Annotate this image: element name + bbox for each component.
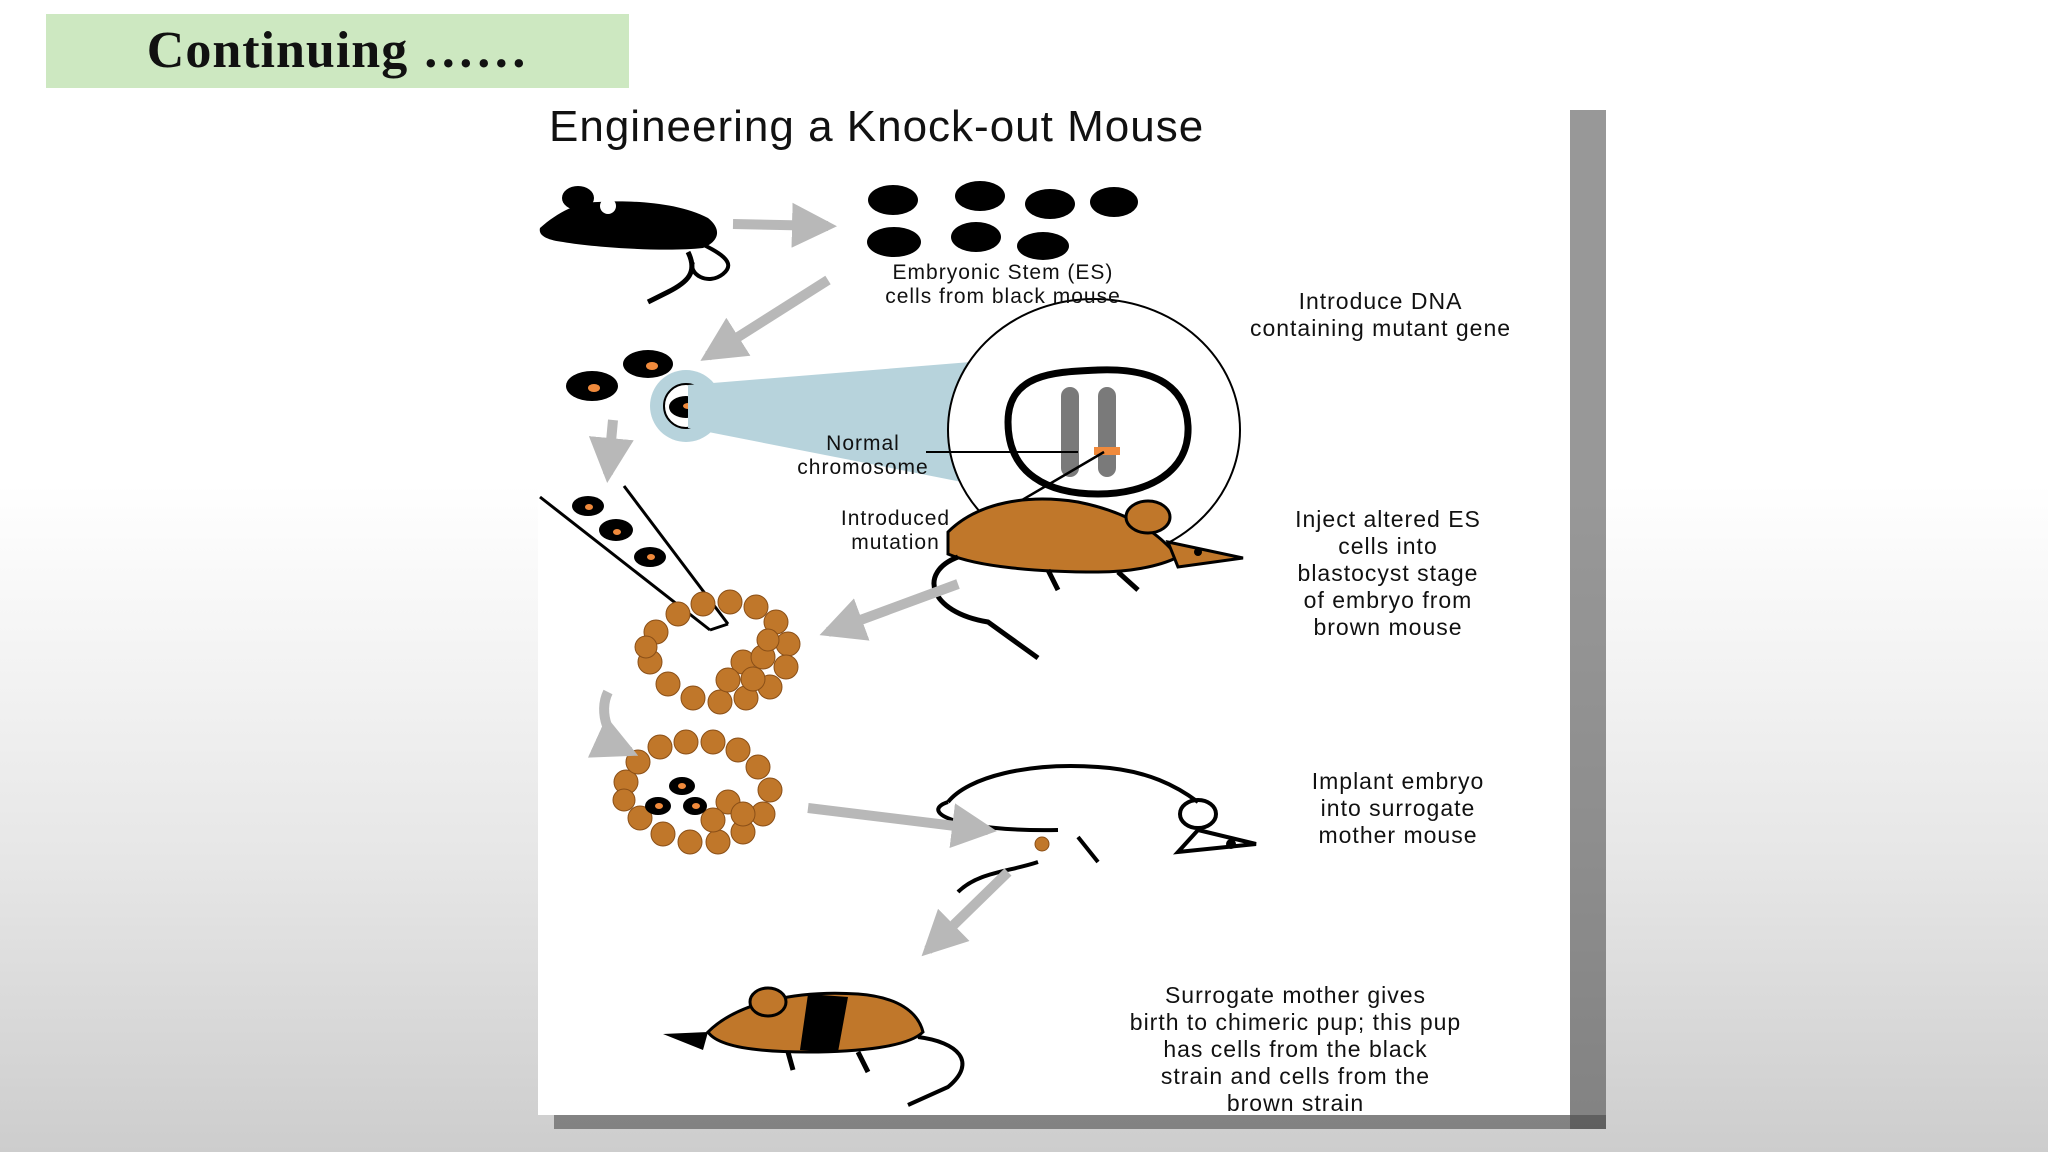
label-introduce-dna: Introduce DNA containing mutant gene [1249,288,1512,341]
arrow-to-chimeric-blastocyst [587,689,639,758]
arrow-to-es-cells [732,202,837,248]
chimeric-pup-icon [663,986,965,1107]
slide-title: Continuing …… [46,14,629,88]
label-implant-embryo: Implant embryo into surrogate mother mou… [1311,768,1485,848]
diagram-panel: Engineering a Knock-out Mouse [538,102,1570,1115]
black-mouse-icon [539,186,731,305]
label-chimeric-pup: Surrogate mother gives birth to chimeric… [1129,982,1462,1115]
arrow-to-pup [921,868,1012,957]
diagram-title: Engineering a Knock-out Mouse [549,102,1205,151]
figure-shadow-bottom [554,1115,1606,1129]
label-es-cells: Embryonic Stem (ES) cells from black mou… [885,261,1121,308]
arrow-to-surrogate [807,803,997,848]
diagram-figure: Engineering a Knock-out Mouse [538,102,1609,1129]
nucleus-zoom [926,298,1241,562]
label-introduced-mutation: Introduced mutation [840,507,951,554]
label-inject-cells: Inject altered ES cells into blastocyst … [1295,506,1481,640]
figure-shadow-right [1570,110,1606,1129]
chimeric-blastocyst-icon [612,729,783,855]
altered-cells-group [566,350,722,442]
arrow-to-blastocyst [819,579,960,641]
es-cells-group [867,181,1138,260]
diagram-graphics [539,181,1257,1107]
arrow-to-altered-cells [700,275,831,361]
brown-mouse-icon [931,497,1244,661]
process-arrows [587,202,1012,957]
blastocyst-icon [634,589,801,715]
label-normal-chromosome: Normal chromosome [797,432,929,479]
arrow-to-needle [588,419,634,483]
